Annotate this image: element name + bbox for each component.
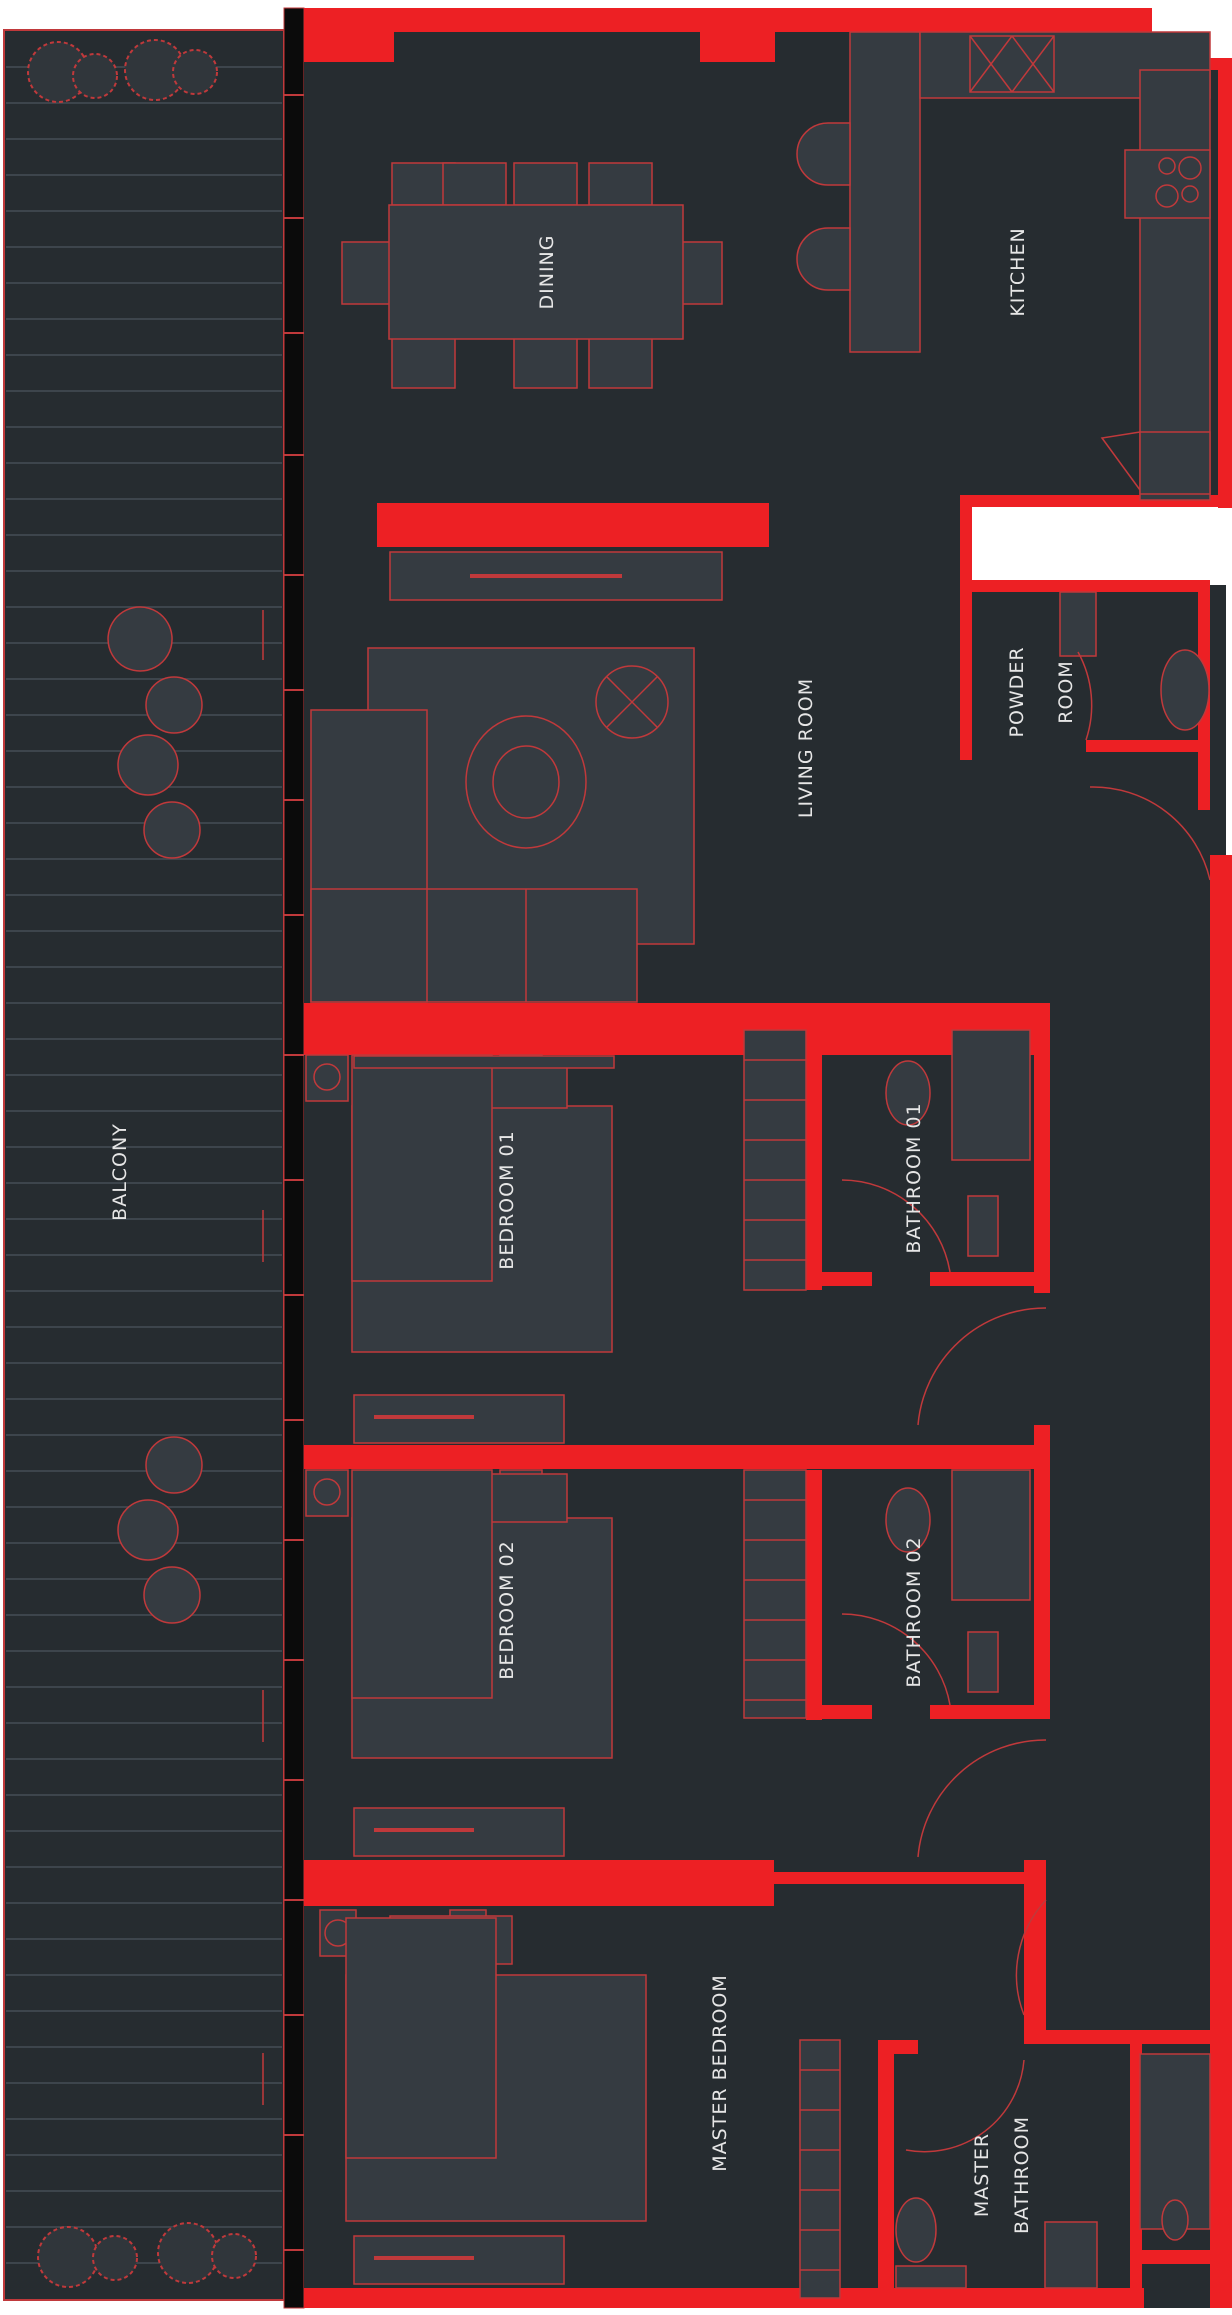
master-bedroom-area: MASTER BEDROOM bbox=[319, 1899, 1047, 2299]
bathroom-02-area: BATHROOM 02 bbox=[841, 1469, 1031, 1706]
kitchen-area: KITCHEN bbox=[796, 31, 1211, 501]
outdoor-table-set bbox=[107, 606, 203, 859]
room-label-living-room: LIVING ROOM bbox=[795, 678, 817, 818]
room-label-dining: DINING bbox=[536, 235, 558, 310]
plant-icon bbox=[27, 39, 218, 103]
outdoor-table-set bbox=[117, 1436, 203, 1624]
master-bathroom-area: MASTER BATHROOM bbox=[895, 2053, 1211, 2289]
rug-icon bbox=[465, 715, 587, 849]
room-label-balcony: BALCONY bbox=[109, 1123, 131, 1221]
room-label-master-bedroom: MASTER BEDROOM bbox=[709, 1974, 731, 2171]
plant-icon bbox=[37, 2222, 257, 2288]
bedroom-02-area: BEDROOM 02 bbox=[305, 1469, 1047, 1858]
room-label-kitchen: KITCHEN bbox=[1007, 227, 1029, 316]
wardrobe bbox=[743, 1029, 807, 1291]
window-frame bbox=[283, 7, 305, 2309]
living-room-area: LIVING ROOM bbox=[310, 551, 817, 1003]
room-label-powder-room-line1: POWDER bbox=[1006, 646, 1028, 737]
wardrobe bbox=[743, 1469, 807, 1719]
cooktop-icon bbox=[1124, 149, 1211, 219]
balcony-deck-lines bbox=[6, 66, 282, 2264]
bathroom-01-area: BATHROOM 01 bbox=[841, 1029, 1031, 1273]
bedroom-01-area: BEDROOM 01 bbox=[305, 1029, 1047, 1444]
balcony-area: BALCONY bbox=[3, 29, 285, 2301]
floor-lamp-icon bbox=[595, 665, 669, 739]
room-label-master-bathroom-line1: MASTER bbox=[971, 2133, 993, 2217]
room-label-powder-room-line2: ROOM bbox=[1055, 660, 1077, 724]
powder-room-area: POWDER ROOM bbox=[1006, 591, 1211, 881]
wardrobe bbox=[799, 2039, 841, 2299]
room-label-bedroom-02: BEDROOM 02 bbox=[496, 1540, 518, 1679]
room-label-bathroom-02: BATHROOM 02 bbox=[903, 1536, 925, 1687]
dining-table-set: DINING bbox=[341, 162, 723, 389]
room-label-bedroom-01: BEDROOM 01 bbox=[496, 1130, 518, 1269]
room-label-master-bathroom-line2: BATHROOM bbox=[1011, 2116, 1033, 2234]
bar-stool bbox=[796, 122, 851, 291]
sink-icon bbox=[969, 35, 1055, 93]
room-label-bathroom-01: BATHROOM 01 bbox=[903, 1102, 925, 1253]
